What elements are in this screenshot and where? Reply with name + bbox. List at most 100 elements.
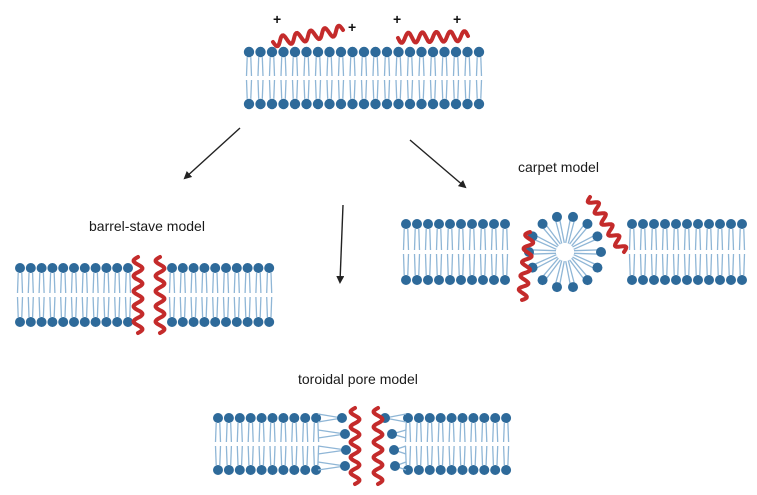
lipid-tail [490,228,493,251]
lipid-head [253,317,264,327]
lipid-tail [677,253,680,276]
lipid-head [423,219,433,229]
lipid-tail [194,296,197,318]
lipid [401,219,411,285]
lipid-head [312,46,324,58]
lipid [416,46,427,110]
lipid-tail [258,445,261,466]
lipid-tail [459,422,462,443]
toroidal-membrane [213,413,512,475]
lipid-tail [661,253,664,276]
lipid-tail [284,79,287,99]
lipid-tail [273,445,276,466]
lipid-tail [388,57,391,77]
lipid-tail [302,422,305,443]
lipid-head [715,219,725,229]
lipid-tail [70,272,73,294]
lipid-tail [280,422,283,443]
peptides [131,23,629,486]
lipid [704,219,714,285]
lipid-head [199,263,210,273]
lipid-tail [437,445,440,466]
lipid [58,263,69,327]
lipid [381,46,393,110]
lipid-tail [307,79,310,99]
lipid-tail [743,253,746,276]
lipid-tail [507,422,510,443]
lipid-head [25,317,36,327]
lipid-tail [677,228,680,251]
lipid-tail [330,79,333,99]
lipid-tail [250,57,253,77]
lipid-tail [296,79,299,99]
lipid-tail [353,57,356,77]
lipid-tail [474,422,477,443]
lipid-tail [407,253,410,276]
peptide-helix [516,230,536,302]
lipid-tail [257,57,260,77]
lipid-tail [268,57,271,77]
lipid-tail [21,296,24,318]
lipid-tail [480,57,483,77]
lipid [457,413,468,475]
lipid-head [234,465,245,475]
lipid-tail [383,79,386,99]
lipid-tail [650,228,653,251]
lipid [289,46,301,110]
lipid-head [253,263,264,273]
lipid-tail [291,79,294,99]
lipid-head [255,98,266,110]
lipid-tail [312,445,315,466]
lipid-tail [70,296,73,318]
lipid-tail [409,445,412,466]
lipid [234,413,245,475]
lipid-tail [21,272,24,294]
lipid-head [401,219,411,229]
lipid-tail [415,445,418,466]
lipid-head [446,465,457,475]
lipid-head [341,445,351,455]
lipid-head [551,282,562,293]
lipid-head [416,98,427,110]
lipid [266,46,278,110]
lipid-head [456,275,466,285]
lipid-tail [233,272,236,294]
lipid-head [370,46,381,58]
lipid-head [101,263,112,273]
lipid-head [627,275,637,285]
lipid-tail [269,422,272,443]
lipid-tail [60,296,63,318]
lipid-head [427,98,439,110]
lipid-tail [81,272,84,294]
lipid [300,413,311,475]
lipid-head [450,98,462,110]
lipid-tail [16,296,19,318]
lipid-tail [27,272,30,294]
lipid-tail [168,272,171,294]
lipid-head [242,263,253,273]
lipid-tail [402,253,405,276]
lipid [25,263,36,327]
lipid-tail [85,272,88,294]
toroidal-pore-lipids [317,413,407,471]
lipid-tail [225,445,228,466]
lipid-tail [31,296,34,318]
lipid-tail [716,253,719,276]
lipid [188,263,199,327]
lipid-tail [479,253,482,276]
lipid-tail [27,296,30,318]
lipid-tail [273,422,276,443]
lipid-head [726,275,736,285]
lipid-tail [96,296,99,318]
lipid-tail [705,253,708,276]
lipid-tail [317,445,320,466]
lipid-head [427,46,439,58]
lipid-tail [205,272,208,294]
lipid-head [177,317,188,327]
lipid [370,46,381,110]
lipid [435,413,446,475]
lipid-head [112,317,123,327]
lipid-head [501,413,512,423]
lipid-tail [295,422,298,443]
lipid-head [501,465,512,475]
